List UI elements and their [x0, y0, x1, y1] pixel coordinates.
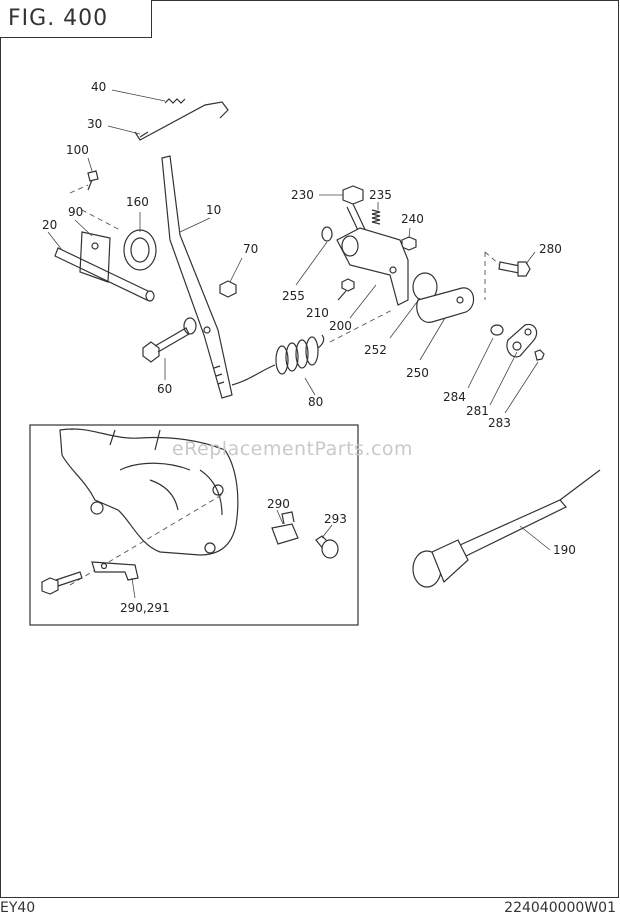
bolt-210 — [337, 278, 355, 301]
callout-20: 20 — [42, 218, 58, 232]
figure-title: FIG. 400 — [8, 6, 109, 31]
callout-281: 281 — [466, 404, 489, 418]
callout-235: 235 — [369, 188, 392, 202]
callout-283: 283 — [488, 416, 511, 430]
callout-290: 290 — [267, 497, 290, 511]
spring-235 — [371, 202, 381, 225]
nut-240 — [401, 227, 417, 251]
callout-230: 230 — [291, 188, 314, 202]
watermark-text: eReplacementParts.com — [172, 438, 414, 460]
callout-200: 200 — [329, 319, 352, 333]
pin-283 — [504, 349, 545, 414]
callout-30: 30 — [87, 117, 103, 131]
exploded-parts-diagram — [29, 89, 601, 626]
callout-250: 250 — [406, 366, 429, 380]
callout-90: 90 — [68, 205, 84, 219]
governor-arm-200 — [336, 227, 409, 319]
callout-190: 190 — [553, 543, 576, 557]
callout-210: 210 — [306, 306, 329, 320]
spring-40 — [111, 89, 186, 104]
bolt-60 — [142, 327, 190, 380]
callout-40: 40 — [91, 80, 107, 94]
seal-160 — [123, 212, 157, 271]
catalog-code: 224040000W01 — [504, 900, 616, 916]
bolt-280 — [484, 251, 536, 300]
callout-290-291: 290,291 — [120, 601, 170, 615]
callout-10: 10 — [206, 203, 222, 217]
callout-70: 70 — [243, 242, 259, 256]
choke-cable-190 — [412, 469, 601, 588]
nut-70 — [219, 257, 243, 298]
callout-293: 293 — [324, 512, 347, 526]
bolt-230 — [319, 185, 371, 244]
callout-255: 255 — [282, 289, 305, 303]
lever-10 — [161, 155, 233, 399]
engine-inset — [29, 424, 359, 626]
callout-80: 80 — [308, 395, 324, 409]
model-label: EY40 — [0, 900, 36, 916]
callout-240: 240 — [401, 212, 424, 226]
callout-280: 280 — [539, 242, 562, 256]
rod-30 — [107, 101, 229, 141]
plate-250 — [416, 287, 475, 361]
bracket-281 — [489, 323, 538, 406]
callout-252: 252 — [364, 343, 387, 357]
spring-80 — [231, 309, 393, 396]
shaft-20 — [47, 209, 155, 302]
diagram-frame — [0, 0, 619, 898]
callout-284: 284 — [443, 390, 466, 404]
callout-60: 60 — [157, 382, 173, 396]
figure-title-box: FIG. 400 — [0, 0, 152, 38]
washer-255 — [295, 226, 333, 286]
callout-100: 100 — [66, 143, 89, 157]
washer-284 — [467, 324, 504, 389]
bolt-100 — [69, 157, 99, 194]
callout-160: 160 — [126, 195, 149, 209]
plate-252 — [389, 272, 438, 339]
